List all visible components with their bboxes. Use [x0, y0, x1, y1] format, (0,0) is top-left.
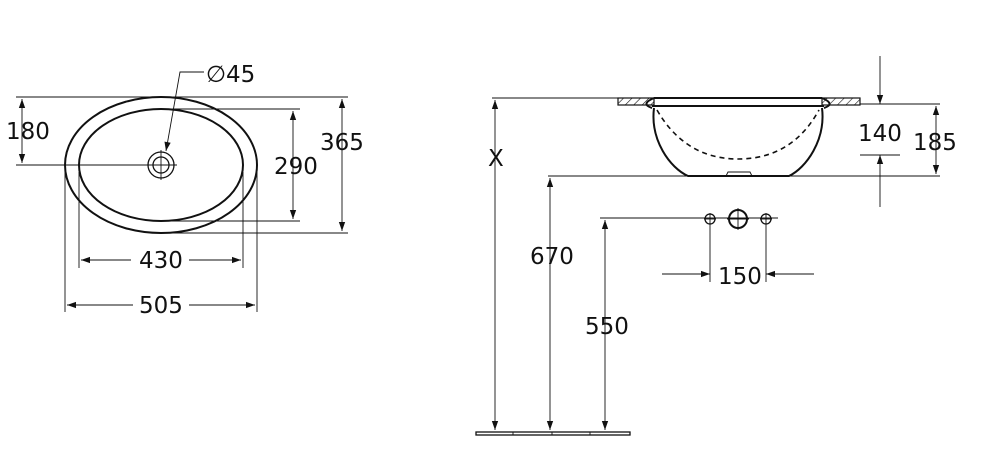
inner-length-label: 290 [274, 154, 318, 180]
drain-offset-label: 180 [6, 119, 50, 145]
basin-bowl-profile [652, 107, 824, 177]
side-view: 140 185 X 670 [475, 56, 957, 436]
countertop-right [821, 97, 861, 106]
countertop-left [617, 97, 655, 106]
tap-right-icon [760, 213, 772, 225]
basin-bottom-height-label: 670 [530, 244, 574, 270]
tap-height-label: 550 [585, 314, 629, 340]
drain-diameter-leader [164, 71, 204, 152]
outer-length-label: 365 [320, 130, 364, 156]
top-view: 180 ∅45 290 365 430 505 [6, 62, 364, 319]
basin-inner-bowl-dashed [656, 109, 820, 160]
floor [475, 431, 631, 436]
tap-spacing-label: 150 [718, 264, 762, 290]
tap-left-icon [704, 213, 716, 225]
tap-center-icon [727, 208, 749, 230]
inner-width-label: 430 [139, 248, 183, 274]
outer-width-label: 505 [139, 293, 183, 319]
mount-height-label: X [488, 146, 504, 172]
drain-diameter-label: ∅45 [206, 62, 255, 88]
drain-icon [145, 150, 177, 180]
basin-depth-label: 140 [858, 121, 902, 147]
overall-depth-label: 185 [913, 130, 957, 156]
